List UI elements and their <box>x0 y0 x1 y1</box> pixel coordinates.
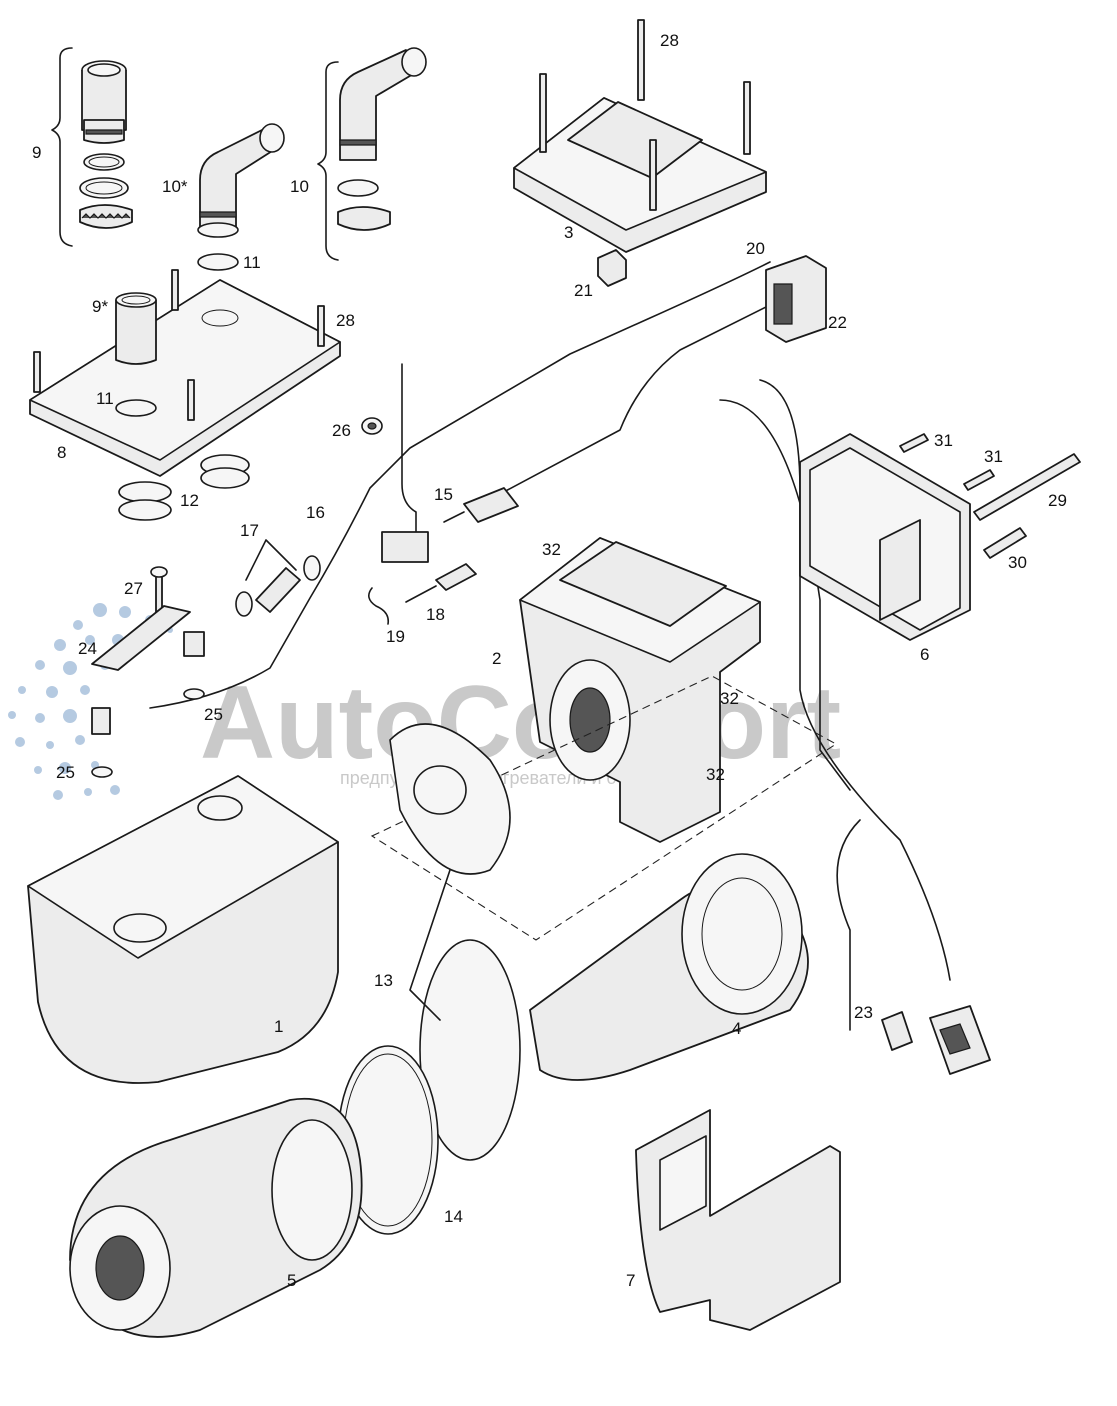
callout-4: 4 <box>732 1019 741 1038</box>
part-18-glow-plug <box>405 563 477 603</box>
callout-6: 6 <box>920 645 929 664</box>
callout-32-mid: 32 <box>720 689 739 708</box>
watermark-brand: AutoComfort <box>200 665 841 781</box>
callout-14: 14 <box>444 1207 463 1226</box>
part-3-control-unit <box>513 19 767 253</box>
callout-1: 1 <box>274 1017 283 1036</box>
callout-28-top: 28 <box>660 31 679 50</box>
part-10-coolant-elbow <box>317 47 427 261</box>
part-14-o-ring <box>337 1045 439 1235</box>
callout-29: 29 <box>1048 491 1067 510</box>
callout-5: 5 <box>287 1271 296 1290</box>
part-12-clamp-rings <box>118 454 250 521</box>
part-1-heat-exchanger <box>27 775 339 1084</box>
part-8-base-plate <box>29 269 341 477</box>
callout-31-lower: 31 <box>984 447 1003 466</box>
callout-22: 22 <box>828 313 847 332</box>
callout-25-upper: 25 <box>204 705 223 724</box>
callout-8: 8 <box>57 443 66 462</box>
callout-32-top: 32 <box>542 540 561 559</box>
callout-11-bottom: 11 <box>96 389 114 408</box>
part-15-temperature-sensor <box>443 487 519 523</box>
part-21-plug <box>597 249 627 287</box>
callout-30: 30 <box>1008 553 1027 572</box>
callout-11-top: 11 <box>243 253 261 272</box>
callout-2: 2 <box>492 649 501 668</box>
part-10star-coolant-elbow <box>197 123 285 271</box>
part-5-burner-insert <box>69 1097 363 1338</box>
part-20-wiring-harness <box>149 261 951 1031</box>
callout-20: 20 <box>746 239 765 258</box>
callout-18: 18 <box>426 605 445 624</box>
part-23-plug-connectors <box>881 1005 991 1075</box>
callout-21: 21 <box>574 281 593 300</box>
part-17-spring-and-seals <box>235 539 321 617</box>
part-26-grommet <box>361 417 383 435</box>
callout-26: 26 <box>332 421 351 440</box>
part-2-blower-housing <box>519 537 761 843</box>
callout-28-plate: 28 <box>336 311 355 330</box>
callout-13: 13 <box>374 971 393 990</box>
callout-25-lower: 25 <box>56 763 75 782</box>
callout-12: 12 <box>180 491 199 510</box>
callout-32-bottom: 32 <box>706 765 725 784</box>
part-25-fittings <box>91 631 205 778</box>
part-13-gasket <box>389 723 521 1161</box>
callout-7: 7 <box>626 1271 635 1290</box>
part-16-sensor-pipe <box>381 363 429 563</box>
callout-9star: 9* <box>92 297 108 316</box>
part-9-coolant-pipe-straight <box>51 47 133 247</box>
callout-10star: 10* <box>162 177 188 196</box>
callout-24: 24 <box>78 639 97 658</box>
callout-27: 27 <box>124 579 143 598</box>
part-6-control-box <box>799 433 971 641</box>
part-24-bracket <box>91 605 191 671</box>
watermark: AutoComfort предпусковые подогреватели и… <box>8 603 841 800</box>
dashed-assembly-outline <box>370 675 838 941</box>
part-22-harness-connector <box>765 255 827 343</box>
callout-23: 23 <box>854 1003 873 1022</box>
callout-9: 9 <box>32 143 41 162</box>
callout-3: 3 <box>564 223 573 242</box>
callout-19: 19 <box>386 627 405 646</box>
part-29-30-31-screws <box>899 433 1081 559</box>
part-7-mounting-bracket <box>635 1109 841 1331</box>
callout-15: 15 <box>434 485 453 504</box>
callout-31-upper: 31 <box>934 431 953 450</box>
callout-17: 17 <box>240 521 259 540</box>
part-4-combustion-tube <box>529 853 809 1081</box>
callout-16: 16 <box>306 503 325 522</box>
callout-10: 10 <box>290 177 309 196</box>
part-19-clip <box>368 587 390 625</box>
